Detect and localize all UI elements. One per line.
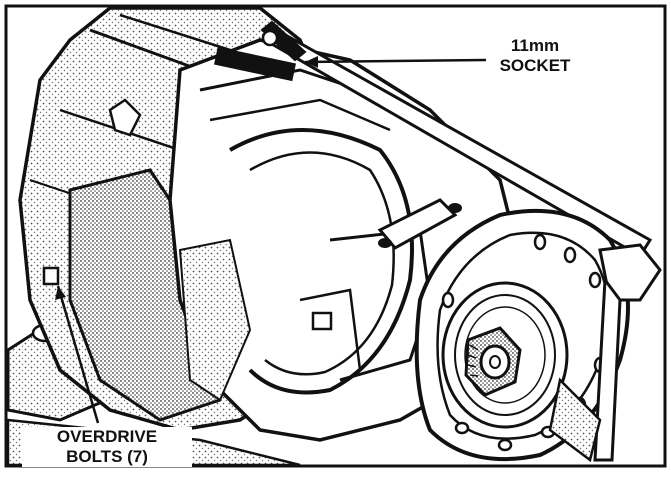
left-bolt bbox=[108, 98, 142, 137]
housing-shadow bbox=[178, 238, 252, 402]
socket-callout: 11mm SOCKET bbox=[486, 36, 584, 76]
socket-callout-line2: SOCKET bbox=[499, 56, 571, 75]
bolts-callout-line1: OVERDRIVE bbox=[56, 427, 158, 446]
socket-leader bbox=[304, 58, 487, 64]
lower-right-strap bbox=[548, 377, 602, 463]
housing-boss bbox=[311, 311, 333, 331]
bolts-callout: OVERDRIVE BOLTS (7) bbox=[22, 427, 192, 467]
overdrive-bolt bbox=[42, 266, 60, 286]
bolts-callout-line2: BOLTS (7) bbox=[66, 447, 148, 466]
bolts-leader bbox=[56, 285, 100, 424]
socket-callout-line1: 11mm bbox=[510, 36, 560, 55]
housing-band bbox=[229, 128, 414, 395]
